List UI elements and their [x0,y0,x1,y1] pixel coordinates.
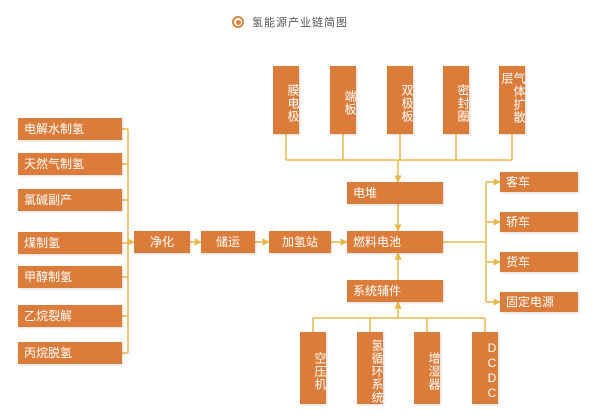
stack-part-membrane-electrode: 膜电极 [273,66,300,134]
stack-part-seal-ring: 密封圈 [443,66,470,134]
target-icon [232,16,244,28]
production-item-propane: 丙烷脱氢 [18,342,122,364]
aux-system-box: 系统辅件 [347,280,443,302]
application-bus: 客车 [500,172,578,192]
application-car: 轿车 [500,212,578,232]
production-item-methanol: 甲醇制氢 [18,266,122,288]
aux-part-air-compressor: 空压机 [300,332,327,404]
aux-part-humidifier: 增湿器 [414,332,441,404]
storage-box: 储运 [201,231,255,253]
production-item-electrolysis: 电解水制氢 [18,118,122,140]
stack-part-end-plate: 端板 [330,66,357,134]
stack-part-bipolar-plate: 双极板 [387,66,414,134]
application-truck: 货车 [500,252,578,272]
production-item-chlor-alkali: 氯碱副产 [18,189,122,211]
stack-box: 电堆 [347,182,443,204]
diagram-title-text: 氢能源产业链简图 [252,17,348,29]
stack-part-gas-diffusion-layer: 气体扩散层 [499,66,526,134]
production-item-natural-gas: 天然气制氢 [18,153,122,175]
aux-part-dcdc: DCDC [472,332,499,404]
production-item-coal: 煤制氢 [18,232,122,254]
purify-box: 净化 [134,231,190,253]
application-stationary-power: 固定电源 [500,292,578,312]
production-item-ethane: 乙烷裂解 [18,305,122,327]
station-box: 加氢站 [269,231,331,253]
fuel-cell-box: 燃料电池 [347,231,443,253]
diagram-title: 氢能源产业链简图 [232,12,348,32]
aux-part-hydrogen-recirculation: 氢循环系统 [357,332,384,404]
